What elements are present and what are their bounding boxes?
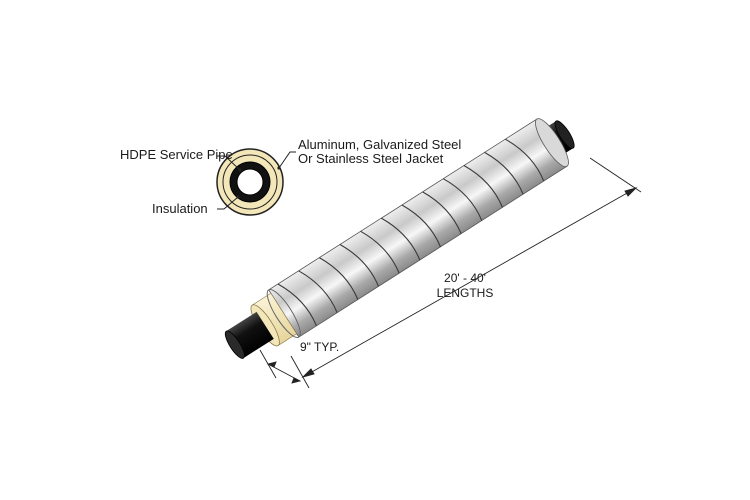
far-service-pipe-end [554,120,575,149]
jacket-seam [463,165,503,208]
jacket-seam [339,244,379,287]
length-label-value: 20' - 40' [444,271,486,285]
length-dimension-line [302,187,637,378]
jacket-seam [319,257,359,300]
pipe-cross-section [216,148,284,216]
jacket-seam [504,138,545,182]
jacket-label-line2: Or Stainless Steel Jacket [298,151,444,166]
insulation-label: Insulation [152,201,208,216]
service-pipe-label: HDPE Service Pipe [120,147,233,162]
jacket-far-cap [535,118,569,168]
dimension-lines [259,157,642,389]
jacket-seam [484,151,524,195]
jacket-spiral-seams [277,138,545,327]
length-extension-near [290,355,310,389]
jacket-cut-edge [266,289,301,339]
jacket-seam [443,178,483,221]
leader-dots [236,166,281,199]
jacket-seam [360,230,400,274]
jacket-label-line1: Aluminum, Galvanized Steel [298,137,462,152]
near-service-pipe-end [224,330,245,359]
insulation-leader [217,196,239,210]
jacketed-pipe [224,118,575,359]
typical-length-label: 9" TYP. [300,340,340,354]
pipe-bore [236,168,264,196]
jacket-leader [278,151,296,169]
jacket-seam [422,191,462,234]
jacket-seam [401,204,441,248]
jacket-seam [381,217,421,261]
jacket-seam [277,283,317,327]
length-label-units: LENGTHS [436,286,494,300]
service-pipe-leader [217,155,241,171]
length-extension-far [589,157,642,193]
leader-lines [217,151,296,210]
jacket-seam [298,270,338,313]
